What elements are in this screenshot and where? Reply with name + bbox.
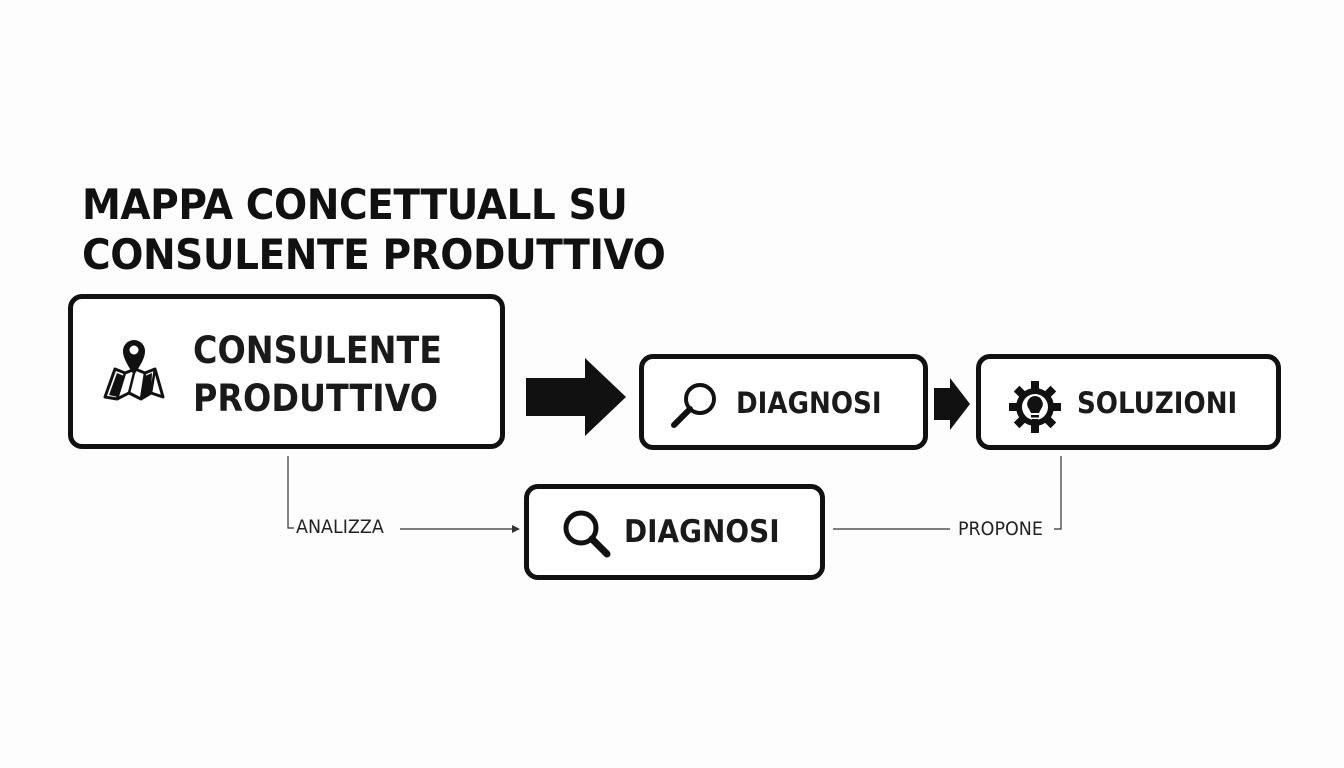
diagram-title: MAPPA CONCETTUALL SU CONSULENTE PRODUTTI… <box>82 180 666 280</box>
node-diagnosi-top-label: DIAGNOSI <box>736 386 882 420</box>
edge-label-propone: PROPONE <box>958 518 1043 540</box>
node-consulente-produttivo: CONSULENTE PRODUTTIVO <box>68 294 505 449</box>
analizza-bracket <box>287 456 294 529</box>
analizza-arrowhead <box>512 525 520 533</box>
big-arrow <box>526 358 626 436</box>
propone-bracket <box>1054 456 1062 530</box>
node-main-line-2: PRODUTTIVO <box>193 377 439 420</box>
title-line-2: CONSULENTE PRODUTTIVO <box>82 230 666 279</box>
edge-label-analizza: ANALIZZA <box>296 516 384 538</box>
node-soluzioni: SOLUZIONI <box>976 354 1281 450</box>
gear-lightbulb-icon <box>1007 379 1063 439</box>
node-diagnosi-bottom-label: DIAGNOSI <box>624 514 780 550</box>
magnifier-icon <box>559 506 615 566</box>
node-diagnosi-bottom: DIAGNOSI <box>524 484 825 580</box>
magnifier-icon <box>668 379 722 433</box>
node-diagnosi-top: DIAGNOSI <box>639 354 928 450</box>
map-pin-icon <box>101 335 167 409</box>
node-soluzioni-label: SOLUZIONI <box>1077 386 1238 420</box>
small-arrow <box>934 378 970 430</box>
node-main-label: CONSULENTE PRODUTTIVO <box>193 327 442 423</box>
title-line-1: MAPPA CONCETTUALL SU <box>82 180 628 229</box>
node-main-line-1: CONSULENTE <box>193 329 442 372</box>
